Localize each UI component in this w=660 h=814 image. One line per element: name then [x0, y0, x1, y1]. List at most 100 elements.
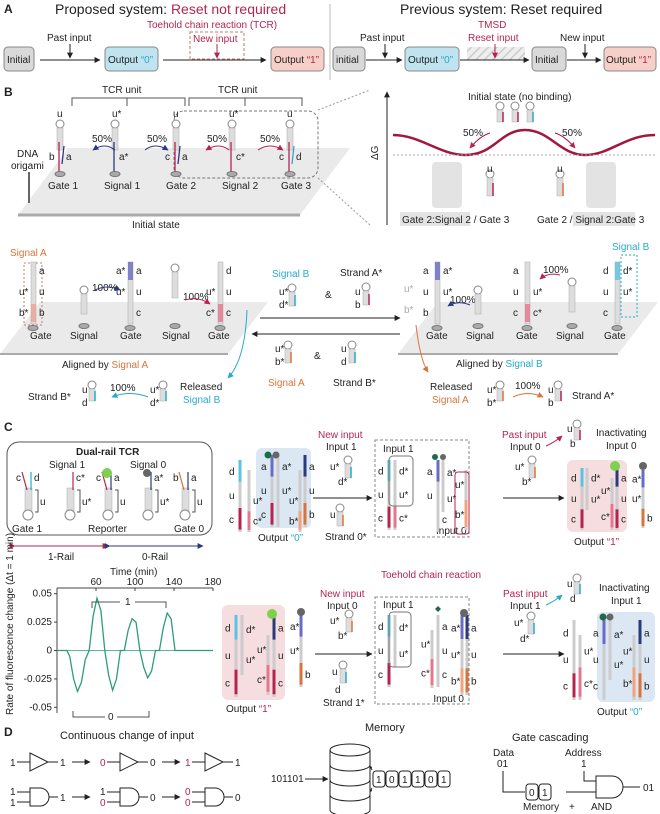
r1-c3-lbl-0: a	[261, 462, 267, 473]
ba-gate2-r-0: a	[136, 266, 142, 277]
memory-connector	[369, 765, 373, 793]
cascade-bit-cell-0	[525, 783, 539, 801]
output1-text: Output	[274, 55, 307, 66]
memory-bit-4: 0	[428, 775, 434, 786]
b-hairpin-1-stem	[111, 127, 119, 151]
r2-c3-seg-1	[266, 665, 270, 692]
r1-out-c5-lbl-1: u*	[632, 494, 642, 505]
aligned-a-comp-3: Signal	[162, 331, 190, 342]
aligned-a-caption: Aligned by Signal A	[62, 360, 149, 371]
r2-out-c5-lbl-1: b*	[623, 679, 633, 690]
r2-out-c2-seg-1	[578, 667, 582, 697]
bracket-bottom-label: 0	[108, 712, 114, 723]
row2-past-input-name: Input 1	[510, 601, 541, 612]
anchor	[431, 325, 443, 331]
dual-loop-4	[179, 509, 191, 521]
r1-c6-strand	[303, 455, 307, 527]
left-state-caption: Gate 2:Signal 2 / Gate 3	[402, 215, 510, 226]
r2-out-quencher	[606, 613, 614, 621]
row1-strands: ducu*c*auca*u*u*b*aubu*d*uducd*u*c*auca*…	[229, 419, 653, 535]
database-icon	[329, 743, 373, 814]
origami-label-2: origami	[11, 161, 44, 172]
r1-out-c1-lbl-1: u	[571, 494, 577, 505]
right-state-shade	[586, 162, 616, 208]
r2-out-c3-strand	[602, 620, 606, 700]
chart-x-tick-label-0: 60	[90, 577, 102, 588]
r2-box-c2-lbl-0: d*	[399, 623, 409, 634]
r2-out-c6-seg-2	[638, 673, 642, 698]
bb-gate1-l-1: u	[423, 287, 429, 298]
dual-rail-reporter: Reporter	[88, 524, 128, 535]
row2-output-right-text: Output	[597, 707, 630, 718]
dual-rail-gate0: Gate 0	[174, 524, 204, 535]
chart-xlabel: Time (min)	[110, 567, 157, 578]
row2-output1-shade	[222, 605, 285, 700]
output0-value: “0”	[141, 55, 153, 66]
aligned-b-100-2: 100%	[543, 265, 569, 276]
cascade-data-value: 01	[497, 759, 509, 770]
r2-out-c3-lbl-0: a	[593, 628, 599, 639]
energy-top-hairpin-1-loop	[510, 101, 520, 111]
rel-a-u: u*	[487, 385, 497, 396]
bb-gate3-l-2: c	[603, 308, 608, 319]
anchor	[226, 171, 238, 177]
aligned-b-comp-4: Gate	[604, 331, 626, 342]
ba-gate2-block-0	[128, 262, 133, 280]
mid-sa-b: b	[355, 300, 361, 311]
r2-out-c1-seg-2	[572, 673, 576, 698]
r1-c1-lbl-1: u	[229, 491, 235, 502]
row1-input-name: Input 1	[326, 442, 357, 453]
domain-top-0: u	[57, 109, 63, 120]
row1-strand: Strand 0*	[325, 532, 367, 543]
and-out-0: 1	[60, 793, 66, 804]
r1-past-input-stem	[528, 463, 536, 479]
bb-ghost-b: b*	[404, 305, 414, 316]
r1-out-c4-seg-0	[615, 468, 619, 487]
row2-title: Toehold chain reaction	[381, 570, 481, 581]
quencher	[143, 469, 151, 477]
r2-c5-seg-2	[299, 663, 303, 685]
r1-box-c2-lbl-1: u*	[399, 490, 409, 501]
r2-in-b: b*	[338, 631, 348, 642]
r2-c5-lbl-2: b	[305, 670, 311, 681]
bb-signal1-stem	[474, 293, 482, 315]
dual-bracket-2	[115, 489, 119, 513]
r1-out-c3-lbl-1: c*	[601, 512, 610, 523]
r2-in-u: u*	[330, 616, 340, 627]
cascade-output: 01	[643, 783, 655, 794]
bb-gate2-r-2: c*	[533, 308, 542, 319]
r1-in-u: u*	[330, 462, 340, 473]
strand-b-star-loop	[87, 380, 97, 390]
cascade-address-label: Address	[565, 748, 602, 759]
r1-box-c1-lbl-1: u	[378, 490, 384, 501]
and-out-2: 0	[235, 793, 241, 804]
row2-output-right-value: “0”	[630, 707, 642, 718]
r1-c2-strand	[247, 470, 251, 532]
ba-gate3-r-2: c	[226, 308, 231, 319]
bb-gate3-l-0: d	[603, 266, 609, 277]
panel-a-label: A	[4, 2, 13, 16]
domain-top-4: u	[287, 109, 293, 120]
initial-box	[3, 46, 35, 72]
output1-box	[270, 46, 325, 72]
bb-gate2-r-1: u*	[533, 287, 543, 298]
row2-box-input1: Input 1	[383, 600, 414, 611]
mid-sb-d: d*	[279, 300, 289, 311]
r1-c1-seg-0	[238, 460, 242, 482]
panel-c-label: C	[4, 420, 13, 434]
r2-fluorophore	[267, 609, 277, 619]
strand-b-star-stem	[88, 388, 96, 402]
domain-3-right: c*	[236, 152, 245, 163]
r2-box-c3-lbl-0: u*	[421, 640, 431, 651]
row2-output-left: Output “1”	[226, 704, 271, 715]
bb-gate2-l-0: a	[513, 266, 519, 277]
mid-strand-a: Strand A*	[340, 268, 382, 279]
chart-y-tick-label-0: 0.05	[33, 589, 53, 600]
past-input-label: Past input	[47, 33, 92, 44]
domain-0-right: a	[66, 152, 72, 163]
r1-box-frame2	[454, 471, 470, 535]
r2-box-c4-lbl-1: u	[442, 646, 448, 657]
left-state-gate3-stem	[486, 177, 494, 197]
